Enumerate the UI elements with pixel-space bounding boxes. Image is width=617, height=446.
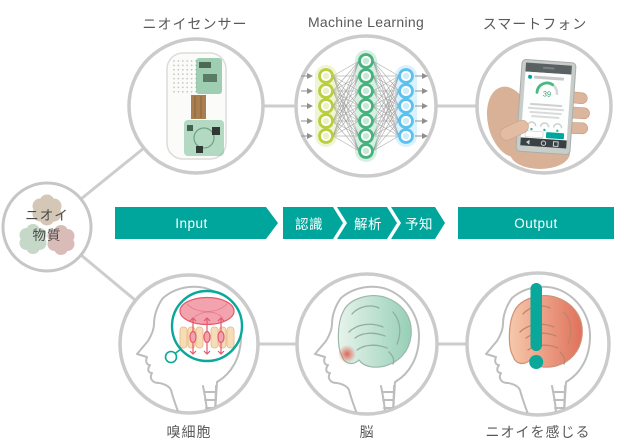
smartphone-label: スマートフォン: [482, 16, 588, 32]
flow-input-label: Input: [175, 215, 208, 231]
odor-substance-label: ニオイ 物質: [12, 206, 82, 245]
brain-icon: [314, 285, 420, 413]
smartphone-icon: 39: [486, 58, 590, 169]
odor-molecules-icon: [19, 194, 75, 255]
machine-learning-label: Machine Learning: [307, 14, 425, 30]
odor-substance-line1: ニオイ: [25, 208, 69, 223]
olfactory-cells-icon: [136, 285, 244, 412]
sensor-label: ニオイセンサー: [142, 16, 248, 32]
magnifier-source-dot: [164, 350, 178, 364]
phone-gauge-value: 39: [542, 89, 551, 99]
feel-odor-label: ニオイを感じる: [485, 424, 591, 440]
olfactory-inset: [170, 289, 244, 363]
smell-alert-icon: [485, 283, 591, 414]
phone-body: 39: [515, 58, 577, 156]
exclamation-icon: [529, 283, 544, 369]
brain-label: 脳: [359, 424, 375, 440]
odor-sensor-icon: [166, 52, 227, 160]
flow-step-prediction-label: 予知: [405, 217, 433, 232]
thumb-illustration: [499, 119, 529, 141]
flow-output-label: Output: [514, 215, 558, 231]
flow-step-analysis-label: 解析: [354, 217, 382, 232]
olfactory-cells-label: 嗅細胞: [166, 424, 212, 440]
flow-step-analysis: 解析: [337, 207, 397, 239]
flow-step-recognition-label: 認識: [295, 217, 323, 232]
flow-step-recognition: 認識: [283, 207, 343, 239]
odor-substance-line2: 物質: [32, 227, 62, 243]
connector-lines: [80, 104, 478, 346]
neural-network-icon: [301, 50, 428, 162]
flow-output-block: Output: [458, 207, 614, 239]
flow-input-arrow: Input: [115, 207, 278, 239]
